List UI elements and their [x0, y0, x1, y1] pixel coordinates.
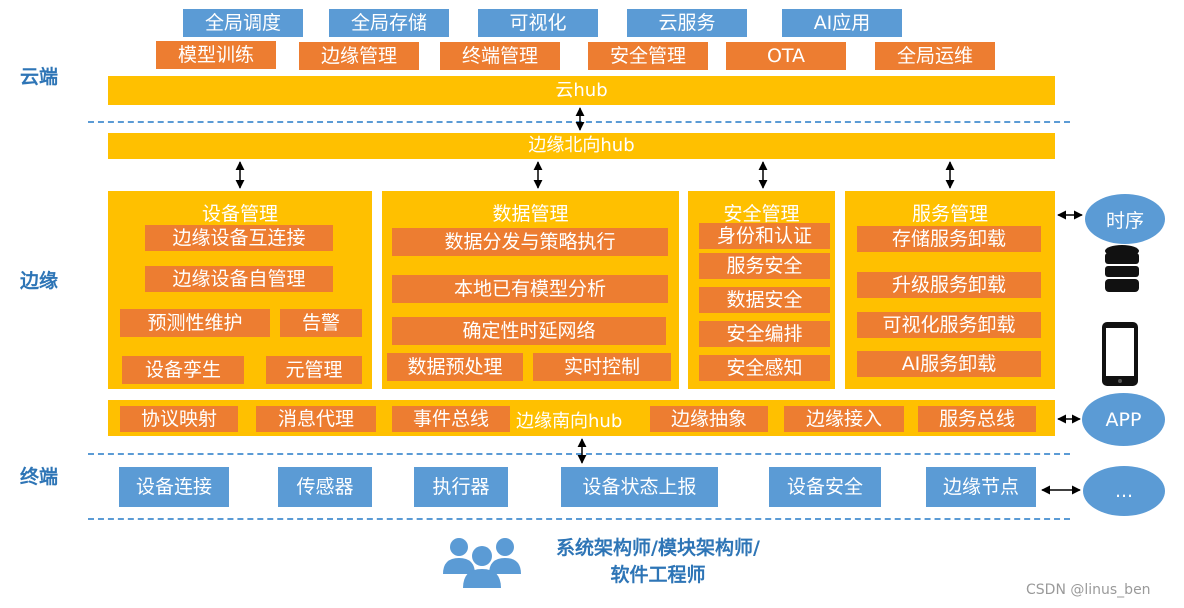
roles-line-1: 系统架构师/模块架构师/ — [556, 537, 760, 559]
app-ellipse: APP — [1082, 393, 1165, 446]
security-management-title: 安全管理 — [723, 203, 800, 225]
roles-line-2: 软件工程师 — [610, 564, 706, 586]
cloud-ota: OTA — [726, 42, 846, 70]
cloud-global-storage: 全局存储 — [329, 9, 449, 37]
separator-terminal-roles — [88, 518, 1070, 520]
edge-abstraction: 边缘抽象 — [650, 406, 768, 432]
terminal-device-connection: 设备连接 — [119, 467, 229, 507]
data-preprocessing: 数据预处理 — [387, 353, 523, 381]
device-twin: 设备孪生 — [122, 356, 244, 384]
edge-north-hub-bar: 边缘北向hub — [108, 133, 1055, 159]
service-bus: 服务总线 — [918, 406, 1036, 432]
device-interconnect: 边缘设备互连接 — [145, 225, 333, 251]
device-self-management: 边缘设备自管理 — [145, 266, 333, 292]
terminal-sensor: 传感器 — [278, 467, 372, 507]
cloud-hub-bar: 云hub — [108, 76, 1055, 105]
security-orchestration: 安全编排 — [699, 321, 830, 347]
data-security: 数据安全 — [699, 287, 830, 313]
edge-access: 边缘接入 — [784, 406, 904, 432]
cloud-security-management: 安全管理 — [588, 42, 708, 70]
cloud-model-training: 模型训练 — [156, 41, 276, 69]
timeseries-ellipse: 时序 — [1085, 194, 1165, 244]
terminal-actuator: 执行器 — [414, 467, 508, 507]
database-icon — [1105, 245, 1139, 292]
realtime-control: 实时控制 — [533, 353, 671, 381]
deterministic-latency-network: 确定性时延网络 — [392, 317, 666, 345]
layer-label-terminal: 终端 — [20, 466, 59, 488]
cloud-terminal-management: 终端管理 — [440, 42, 560, 70]
mobile-phone-icon — [1102, 322, 1138, 386]
terminal-device-status-report: 设备状态上报 — [561, 467, 718, 507]
device-management-title: 设备管理 — [201, 203, 278, 225]
terminal-device-security: 设备安全 — [769, 467, 881, 507]
cloud-global-ops: 全局运维 — [875, 42, 995, 70]
data-management-title: 数据管理 — [492, 203, 569, 225]
visualization-service-offload: 可视化服务卸载 — [857, 312, 1041, 338]
watermark: CSDN @linus_ben — [1026, 582, 1151, 598]
cloud-ai-application: AI应用 — [782, 9, 902, 37]
security-awareness: 安全感知 — [699, 355, 830, 381]
service-management-title: 服务管理 — [911, 203, 988, 225]
cloud-visualization: 可视化 — [478, 9, 598, 37]
cloud-service: 云服务 — [627, 9, 747, 37]
terminal-edge-node: 边缘节点 — [926, 467, 1036, 507]
cloud-global-scheduling: 全局调度 — [183, 9, 303, 37]
data-distribution-policy: 数据分发与策略执行 — [392, 228, 668, 256]
meta-management: 元管理 — [266, 356, 362, 384]
predictive-maintenance: 预测性维护 — [120, 309, 270, 337]
event-bus: 事件总线 — [392, 406, 510, 432]
edge-south-hub-label: 边缘南向hub — [516, 411, 623, 432]
more-ellipse: ... — [1083, 466, 1165, 516]
identity-auth: 身份和认证 — [699, 223, 830, 249]
ai-service-offload: AI服务卸载 — [857, 351, 1041, 377]
storage-service-offload: 存储服务卸载 — [857, 226, 1041, 252]
users-group-icon — [443, 538, 521, 588]
cloud-edge-management: 边缘管理 — [299, 42, 419, 70]
alarm: 告警 — [280, 309, 362, 337]
message-broker: 消息代理 — [256, 406, 376, 432]
protocol-mapping: 协议映射 — [120, 406, 238, 432]
local-model-analysis: 本地已有模型分析 — [392, 275, 668, 303]
service-security: 服务安全 — [699, 253, 830, 279]
layer-label-edge: 边缘 — [20, 270, 59, 292]
upgrade-service-offload: 升级服务卸载 — [857, 272, 1041, 298]
layer-label-cloud: 云端 — [20, 66, 59, 88]
